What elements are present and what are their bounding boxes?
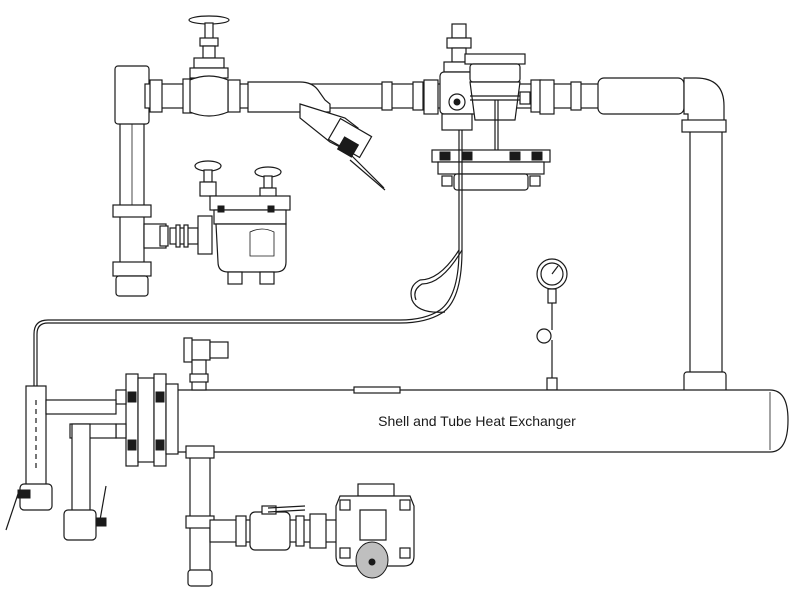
exchanger-channel-flange [115,373,179,467]
y-strainer [247,81,386,191]
left-lower-piping [5,385,117,541]
pressure-gauge [536,258,568,391]
right-vertical-pipe [681,119,727,399]
upper-steam-trap-assembly [143,160,291,285]
heat-exchanger-label: Shell and Tube Heat Exchanger [378,413,576,429]
capillary-sensing-line [33,130,463,392]
condensate-outlet-line [185,445,351,587]
heat-exchanger-shell [175,386,789,453]
left-vertical-pipe [112,65,152,297]
vent-tee [183,337,229,391]
gate-valve [188,15,230,117]
lower-steam-trap [335,483,415,579]
pressure-regulating-valve [423,23,555,191]
